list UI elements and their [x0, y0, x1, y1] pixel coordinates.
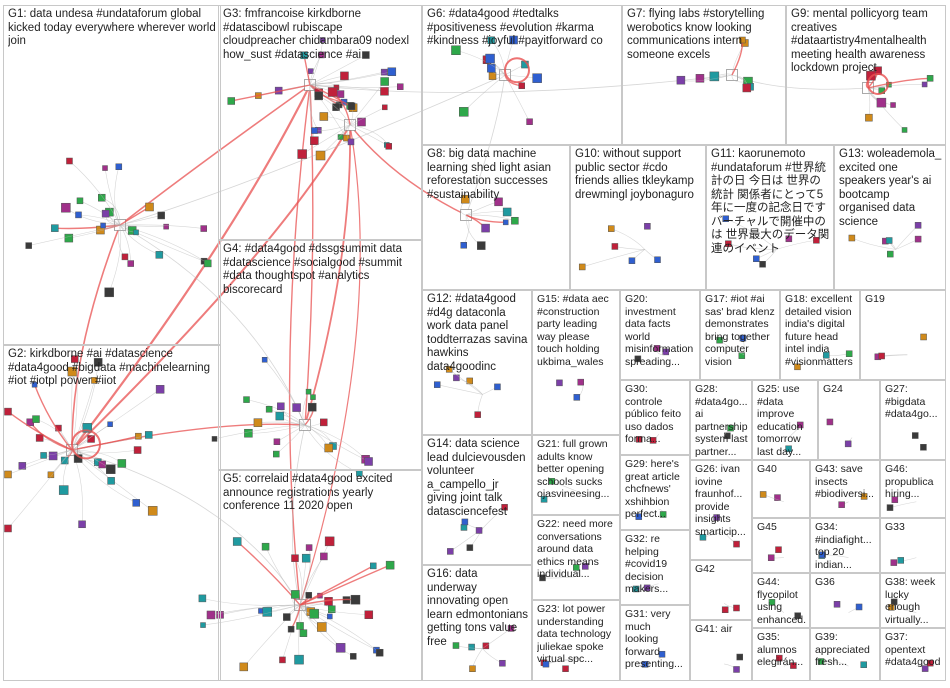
group-label: G17: #iot #ai sas' brad klenz demonstrat… — [705, 293, 776, 368]
group-panel-g6: G6: #data4good #tedtalks #positiveness #… — [422, 5, 622, 145]
group-label: G35: alumnos elegirán... — [757, 631, 806, 669]
group-label: G27: #bigdata #data4go... — [885, 383, 942, 421]
group-label: G42 — [695, 563, 748, 576]
group-panel-g31: G31: very much looking forward presentin… — [620, 605, 690, 681]
group-label: G1: data undesa #undataforum global kick… — [8, 8, 217, 49]
group-panel-g19: G19 — [860, 290, 946, 380]
group-label: G46: propublica hiring... — [885, 463, 942, 501]
group-panel-g24: G24 — [818, 380, 880, 460]
group-label: G21: full grown adults know better openi… — [537, 438, 616, 501]
group-label: G14: data science lead dulcievousden vol… — [427, 438, 528, 519]
group-label: G38: week lucky enough virtually... — [885, 576, 942, 626]
group-label: G18: excellent detailed vision india's d… — [785, 293, 856, 368]
group-panel-g17: G17: #iot #ai sas' brad klenz demonstrat… — [700, 290, 780, 380]
group-panel-g12: G12: #data4good #d4g dataconla work data… — [422, 290, 532, 435]
group-label: G9: mental pollicyorg team creatives #da… — [791, 8, 942, 76]
group-label: G5: correlaid #data4good excited announc… — [223, 473, 418, 514]
group-label: G28: #data4go... ai partnership system l… — [695, 383, 748, 458]
group-label: G31: very much looking forward presentin… — [625, 608, 686, 671]
group-panel-g13: G13: woleademola_ excited one speakers y… — [834, 145, 946, 290]
group-panel-g21: G21: full grown adults know better openi… — [532, 435, 620, 515]
group-label: G2: kirkdborne #ai #datascience #data4go… — [8, 348, 217, 389]
group-label: G39: appreciated fresh... — [815, 631, 876, 669]
group-panel-g27: G27: #bigdata #data4go... — [880, 380, 946, 460]
group-label: G43: save insects #biodiversi... — [815, 463, 876, 501]
group-panel-g29: G29: here's great article chcfnews' xshi… — [620, 455, 690, 530]
group-label: G6: #data4good #tedtalks #positiveness #… — [427, 8, 618, 49]
group-label: G29: here's great article chcfnews' xshi… — [625, 458, 686, 521]
group-panel-g18: G18: excellent detailed vision india's d… — [780, 290, 860, 380]
group-panel-g20: G20: investment data facts world misinfo… — [620, 290, 700, 380]
group-panel-g36: G36 — [810, 573, 880, 628]
group-label: G36 — [815, 576, 876, 589]
group-panel-g45: G45 — [752, 518, 810, 573]
group-panel-g30: G30: controle público feito uso dados fo… — [620, 380, 690, 455]
group-panel-g5: G5: correlaid #data4good excited announc… — [218, 470, 422, 681]
group-label: G15: #data aec #construction party leadi… — [537, 293, 616, 368]
group-label: G41: air — [695, 623, 748, 636]
group-panel-g10: G10: without support public sector #cdo … — [570, 145, 706, 290]
group-panel-g16: G16: data underway innovating open learn… — [422, 565, 532, 681]
group-panel-g22: G22: need more conversations around data… — [532, 515, 620, 600]
group-label: G20: investment data facts world misinfo… — [625, 293, 696, 368]
group-panel-g23: G23: lot power understanding data techno… — [532, 600, 620, 681]
group-panel-g14: G14: data science lead dulcievousden vol… — [422, 435, 532, 565]
group-label: G37: opentext #data4good — [885, 631, 942, 669]
group-panel-g11: G11: kaorunemoto #undataforum #世界統計の日 今日… — [706, 145, 834, 290]
group-label: G23: lot power understanding data techno… — [537, 603, 616, 666]
group-label: G16: data underway innovating open learn… — [427, 568, 528, 649]
group-panel-g28: G28: #data4go... ai partnership system l… — [690, 380, 752, 460]
group-label: G10: without support public sector #cdo … — [575, 148, 702, 202]
group-panel-g32: G32: re helping #covid19 decision makers… — [620, 530, 690, 605]
group-label: G44: flycopilot using enhanced... — [757, 576, 806, 626]
group-label: G32: re helping #covid19 decision makers… — [625, 533, 686, 596]
group-panel-g44: G44: flycopilot using enhanced... — [752, 573, 810, 628]
group-label: G3: fmfrancoise kirkdborne #datascibowl … — [223, 8, 418, 62]
group-panel-g40: G40 — [752, 460, 810, 518]
group-panel-g41: G41: air — [690, 620, 752, 681]
group-panel-g37: G37: opentext #data4good — [880, 628, 946, 681]
group-label: G33 — [885, 521, 942, 534]
group-label: G19 — [865, 293, 942, 306]
group-panel-g3: G3: fmfrancoise kirkdborne #datascibowl … — [218, 5, 422, 240]
group-panel-g26: G26: ivan iovine fraunhof... provide ins… — [690, 460, 752, 560]
group-panel-g8: G8: big data machine learning shed light… — [422, 145, 570, 290]
group-label: G11: kaorunemoto #undataforum #世界統計の日 今日… — [711, 148, 830, 256]
group-panel-g7: G7: flying labs #storytelling werobotics… — [622, 5, 786, 145]
group-label: G12: #data4good #d4g dataconla work data… — [427, 293, 528, 374]
group-label: G24 — [823, 383, 876, 396]
group-panel-g15: G15: #data aec #construction party leadi… — [532, 290, 620, 435]
group-panel-g35: G35: alumnos elegirán... — [752, 628, 810, 681]
group-panel-g46: G46: propublica hiring... — [880, 460, 946, 518]
group-label: G40 — [757, 463, 806, 476]
group-label: G7: flying labs #storytelling werobotics… — [627, 8, 782, 62]
group-panel-g1: G1: data undesa #undataforum global kick… — [3, 5, 221, 345]
group-panel-g43: G43: save insects #biodiversi... — [810, 460, 880, 518]
group-label: G13: woleademola_ excited one speakers y… — [839, 148, 942, 229]
group-label: G45 — [757, 521, 806, 534]
group-panel-g42: G42 — [690, 560, 752, 620]
group-panel-g9: G9: mental pollicyorg team creatives #da… — [786, 5, 946, 145]
group-panel-g2: G2: kirkdborne #ai #datascience #data4go… — [3, 345, 221, 681]
group-label: G26: ivan iovine fraunhof... provide ins… — [695, 463, 748, 538]
group-panel-g4: G4: #data4good #dssgsummit data #datasci… — [218, 240, 422, 470]
group-panel-g25: G25: use #data improve education tomorro… — [752, 380, 818, 460]
group-label: G8: big data machine learning shed light… — [427, 148, 566, 202]
group-label: G34: #indiafight... top 20 indian... — [815, 521, 876, 571]
group-panel-g39: G39: appreciated fresh... — [810, 628, 880, 681]
group-panel-g34: G34: #indiafight... top 20 indian... — [810, 518, 880, 573]
group-panel-g38: G38: week lucky enough virtually... — [880, 573, 946, 628]
group-panel-g33: G33 — [880, 518, 946, 573]
group-label: G25: use #data improve education tomorro… — [757, 383, 814, 458]
group-label: G4: #data4good #dssgsummit data #datasci… — [223, 243, 418, 297]
group-label: G22: need more conversations around data… — [537, 518, 616, 581]
group-label: G30: controle público feito uso dados fo… — [625, 383, 686, 446]
